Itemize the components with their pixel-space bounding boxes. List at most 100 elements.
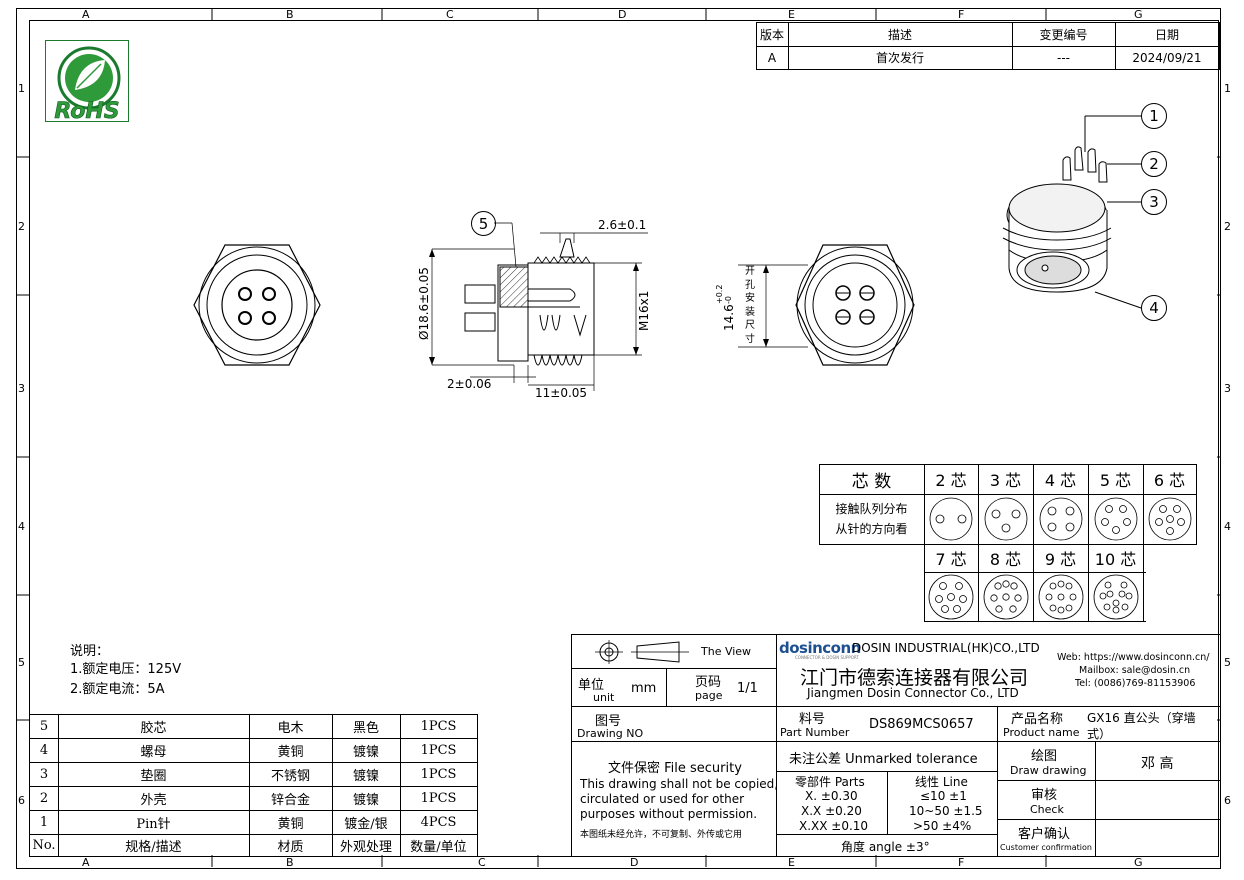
dim-hole-14p6: 14.6: [722, 304, 736, 331]
revision-table: 版本 描述 变更编号 日期 A 首次发行 --- 2024/09/21: [756, 22, 1220, 70]
file-security-cn: 本图纸未经允许，不可复制、外传或它用: [580, 830, 743, 840]
part-no-cn: 料号: [799, 712, 826, 727]
bom-row-1-material: 黄铜: [277, 816, 304, 832]
bom-row-4-finish: 镀镍: [352, 744, 379, 760]
dim-2p06: 2±0.06: [447, 377, 492, 391]
the-view-label: The View: [701, 645, 752, 658]
unit-en: unit: [593, 691, 615, 704]
bom-header-material: 材质: [277, 839, 304, 855]
dim-2p6: 2.6±0.1: [598, 218, 647, 232]
revision-date: 2024/09/21: [1132, 50, 1202, 65]
pin-layout-diagrams: [928, 497, 1192, 620]
revision-header-version: 版本: [759, 27, 784, 42]
check-en: Check: [1030, 803, 1064, 816]
bom-header-desc: 规格/描述: [125, 839, 182, 855]
contact-layout-label-1: 接触队列分布: [835, 501, 908, 516]
core-10: 10 芯: [1094, 550, 1137, 569]
revision-header-desc: 描述: [887, 27, 912, 42]
zone-col-c-top: C: [446, 8, 454, 21]
bom-row-2-no: 2: [39, 790, 49, 806]
product-name-en: Product name: [1003, 726, 1080, 739]
core-9: 9 芯: [1044, 550, 1077, 569]
zone-col-d-bottom: D: [630, 856, 639, 869]
zone-col-c-bottom: C: [478, 856, 486, 869]
bom-row-1-qty: 4PCS: [420, 814, 457, 830]
tol-x: X. ±0.30: [805, 789, 858, 803]
drawer-name: 邓 高: [1141, 756, 1174, 772]
zone-row-2-left: 2: [18, 220, 25, 233]
zone-row-5-left: 5: [18, 656, 25, 669]
file-security-en-2: circulated or used for other: [580, 792, 745, 806]
revision-desc: 首次发行: [875, 51, 924, 65]
zone-row-3-right: 3: [1224, 382, 1231, 395]
notes-voltage: 1.额定电压：125V: [70, 662, 182, 677]
bom-row-1-no: 1: [39, 814, 49, 830]
zone-col-f-bottom: F: [958, 856, 965, 869]
zone-row-4-left: 4: [18, 520, 25, 533]
bom-row-4-qty: 1PCS: [420, 742, 457, 758]
company-brand-sub: CONNECTOR & DOSIN SUPPORT: [795, 655, 859, 660]
company-name-en: DOSIN INDUSTRIAL(HK)CO.,LTD: [852, 641, 1040, 655]
part-no-en: Part Number: [780, 726, 850, 739]
tol-xx: X.X ±0.20: [801, 804, 862, 818]
core-2: 2 芯: [935, 471, 967, 490]
page-en: page: [695, 689, 723, 702]
dim-dia-18p6: Ø18.6±0.05: [417, 267, 431, 340]
front-view: [193, 244, 321, 366]
bom-row-2-material: 锌合金: [270, 792, 310, 808]
core-7: 7 芯: [935, 550, 967, 569]
panel-cutout-view: [738, 244, 915, 366]
drawing-frame: [16, 8, 1221, 869]
company-name-en2: Jiangmen Dosin Connector Co., LTD: [807, 686, 1019, 700]
callout-4: 4: [1141, 295, 1167, 321]
bom-row-2-desc: 外壳: [140, 792, 167, 808]
section-view: [429, 222, 648, 391]
zone-col-b-top: B: [286, 8, 294, 21]
file-security-title: 文件保密 File security: [608, 761, 742, 776]
drawing-no-cn: 图号: [595, 714, 622, 729]
bom-row-3-finish: 镀镍: [352, 768, 379, 784]
company-mail: Mailbox: sale@dosin.cn: [1079, 665, 1191, 676]
company-web: Web: https://www.dosinconn.cn/: [1057, 652, 1210, 663]
bom-row-3-no: 3: [39, 766, 49, 782]
zone-row-1-left: 1: [18, 82, 25, 95]
check-cn: 审核: [1031, 788, 1058, 803]
bom-row-4-material: 黄铜: [277, 744, 304, 760]
draw-en: Draw drawing: [1010, 764, 1087, 777]
hole-cutout-label: 开孔安装尺寸: [745, 266, 755, 345]
tol-angle: 角度 angle ±3°: [841, 840, 930, 854]
unit-cn: 单位: [578, 678, 605, 693]
bom-row-1-desc: Pin针: [136, 816, 171, 832]
core-3: 3 芯: [989, 471, 1022, 490]
tol-line-2: 10~50 ±1.5: [909, 804, 983, 818]
bom-row-4-no: 4: [39, 742, 49, 758]
notes-title: 说明：: [70, 644, 110, 659]
unit-value: mm: [631, 681, 657, 696]
zone-row-3-left: 3: [18, 382, 25, 395]
revision-header-change: 变更编号: [1039, 27, 1088, 42]
zone-row-6-left: 6: [18, 794, 25, 807]
draw-cn: 绘图: [1031, 749, 1058, 764]
drawing-inner-frame: [29, 20, 1219, 857]
bom-row-3-material: 不锈钢: [270, 768, 310, 784]
zone-col-a-top: A: [82, 8, 90, 21]
zone-row-2-right: 2: [1224, 220, 1231, 233]
company-name-cn: 江门市德索连接器有限公司: [800, 667, 1029, 689]
core-8: 8 芯: [989, 550, 1022, 569]
zone-col-e-bottom: E: [788, 856, 795, 869]
product-name-value: GX16 直公头（穿墙式）: [1087, 711, 1196, 741]
company-tel: Tel: (0086)769-81153906: [1075, 678, 1196, 689]
tol-line-header: 线性 Line: [915, 775, 968, 789]
zone-col-e-top: E: [788, 8, 795, 21]
tol-parts-header: 零部件 Parts: [795, 775, 865, 789]
core-layout-table: 芯 数 2 芯 3 芯 4 芯 5 芯 6 芯 接触队列分布 从针的方向看 7 …: [819, 464, 1197, 622]
zone-col-f-top: F: [958, 8, 965, 21]
bom-table: 5 胶芯 电木 黑色 1PCS 4 螺母 黄铜 镀镍 1PCS 3 垫圈 不锈钢…: [30, 714, 478, 856]
zone-row-1-right: 1: [1224, 82, 1231, 95]
dim-hole-tol: +0.2 -0: [715, 284, 733, 304]
bom-row-4-desc: 螺母: [140, 744, 167, 760]
projection-symbol: [595, 640, 689, 664]
core-count-header: 芯 数: [851, 471, 892, 492]
customer-confirm-cn: 客户确认: [1018, 827, 1071, 842]
